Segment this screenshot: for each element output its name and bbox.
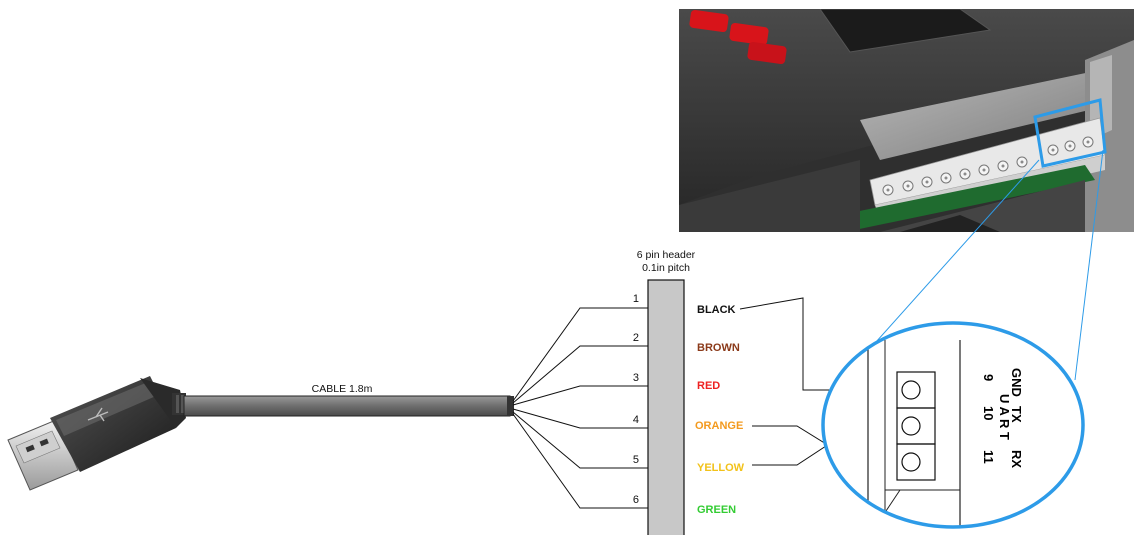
wire-label-black: BLACK [697,304,736,316]
header-title: 6 pin header [637,249,696,261]
terminal-number-10: 10 [981,406,996,420]
terminal-signal-rx: RX [1009,450,1024,468]
fanout-wires [512,307,648,509]
terminal-number-11: 11 [981,450,996,464]
terminal-screws [896,371,936,481]
usb-logo-icon [87,407,109,422]
header-subtitle: 0.1in pitch [642,262,690,274]
terminal-signal-gnd: GND [1009,368,1024,397]
wire-label-orange: ORANGE [695,420,743,432]
terminal-signal-tx: TX [1009,406,1024,423]
pin-header [647,279,685,535]
pin-number: 1 [633,293,639,305]
pin-number: 4 [633,414,639,426]
pin-number: 5 [633,454,639,466]
terminal-zoom: GND TX RX U A R T 9 10 11 [821,321,1085,529]
pin-number: 2 [633,332,639,344]
pin-numbers: 1 2 3 4 5 6 [633,293,639,506]
zoom-line-right [1074,149,1104,381]
device-photo [679,9,1134,232]
pin-number: 6 [633,494,639,506]
device-buttons [689,9,787,65]
terminal-bus-label: U A R T [997,394,1012,440]
uart-highlight-box [1033,98,1107,168]
wire-label-brown: BROWN [697,342,740,354]
zoom-line-left [866,159,1040,353]
wire-labels: BLACK BROWN RED ORANGE YELLOW GREEN [695,304,745,516]
cable-label: CABLE 1.8m [312,383,373,395]
pin-number: 3 [633,372,639,384]
usb-connector [7,376,186,491]
terminal-block-photo [840,117,1106,232]
cable [183,395,511,417]
wire-label-green: GREEN [697,504,736,516]
terminal-labels: GND TX RX U A R T 9 10 11 [981,368,1024,468]
wire-label-yellow: YELLOW [697,462,745,474]
terminal-number-9: 9 [981,374,996,381]
wire-label-red: RED [697,380,720,392]
zoom-circle-outline [821,321,1085,529]
